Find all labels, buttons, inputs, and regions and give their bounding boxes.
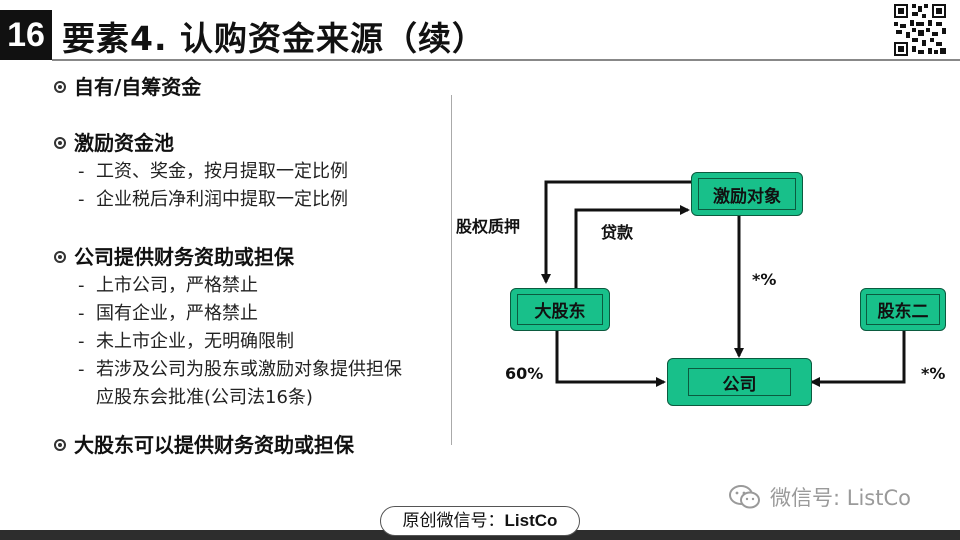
bullet-label: 激励资金池 [74,131,174,155]
sub-item: -工资、奖金，按月提取一定比例 [78,161,348,182]
wechat-watermark: 微信号: ListCo [728,482,911,512]
watermark-text: 微信号: ListCo [770,486,911,510]
sub-item-text: 若涉及公司为股东或激励对象提供担保 [96,359,402,380]
node-major-shareholder: 大股东 [510,288,610,331]
node-label: 大股东 [517,294,603,325]
bullet-icon [54,81,66,93]
node-label: 公司 [688,368,791,396]
bullet-list: 自有/自筹资金 激励资金池 -工资、奖金，按月提取一定比例 -企业税后净利润中提… [50,72,450,460]
label-pledge: 股权质押 [456,217,521,236]
tag-prefix: 原创微信号： [402,511,505,531]
sub-item-text: 上市公司，严格禁止 [96,275,258,296]
node-incentive-target: 激励对象 [691,172,803,216]
tag-id: ListCo [504,511,558,530]
sub-item-text: 工资、奖金，按月提取一定比例 [96,161,348,182]
bullet-label: 公司提供财务资助或担保 [74,245,294,269]
sub-item: -上市公司，严格禁止 [78,275,258,296]
bullet-company-support: 公司提供财务资助或担保 [50,242,450,272]
label-incentive-percent: *% [752,270,777,289]
bullet-icon [54,251,66,263]
node-second-shareholder: 股东二 [860,288,946,331]
sub-item-text: 未上市企业，无明确限制 [96,331,294,352]
bullet-incentive-pool: 激励资金池 [50,128,450,158]
slide-number: 16 [0,10,52,60]
label-loan: 贷款 [601,223,634,242]
title-divider [52,59,960,61]
page-title: 要素4. 认购资金来源（续） [62,19,486,58]
bullet-major-shareholder: 大股东可以提供财务资助或担保 [50,430,450,460]
bullet-label: 大股东可以提供财务资助或担保 [74,433,354,457]
original-wechat-tag: 原创微信号：ListCo [380,506,580,536]
pledge-arrow [541,180,692,284]
sub-item-text: 应股东会批准(公司法16条) [96,387,313,408]
sub-item: -国有企业，严格禁止 [78,303,258,324]
wechat-icon [729,485,760,509]
sub-item: -企业税后净利润中提取一定比例 [78,189,348,210]
sub-item: -未上市企业，无明确限制 [78,331,294,352]
node-company: 公司 [667,358,812,406]
bullet-self-funds: 自有/自筹资金 [50,72,450,102]
sub-item-text: 企业税后净利润中提取一定比例 [96,189,348,210]
label-major-percent: 60% [505,364,544,383]
label-second-percent: *% [921,364,946,383]
sub-item-text: 国有企业，严格禁止 [96,303,258,324]
loan-arrow [574,205,690,288]
vertical-divider [451,95,452,445]
sub-item: -若涉及公司为股东或激励对象提供担保 [78,359,402,380]
bullet-icon [54,439,66,451]
bullet-label: 自有/自筹资金 [74,75,202,99]
node-label: 激励对象 [698,178,796,210]
second-to-company-arrow [810,331,906,387]
node-label: 股东二 [866,294,940,325]
qr-code-icon [892,2,948,58]
bullet-icon [54,137,66,149]
sub-item-continued: 应股东会批准(公司法16条) [50,384,450,412]
major-to-company-arrow [555,330,666,387]
